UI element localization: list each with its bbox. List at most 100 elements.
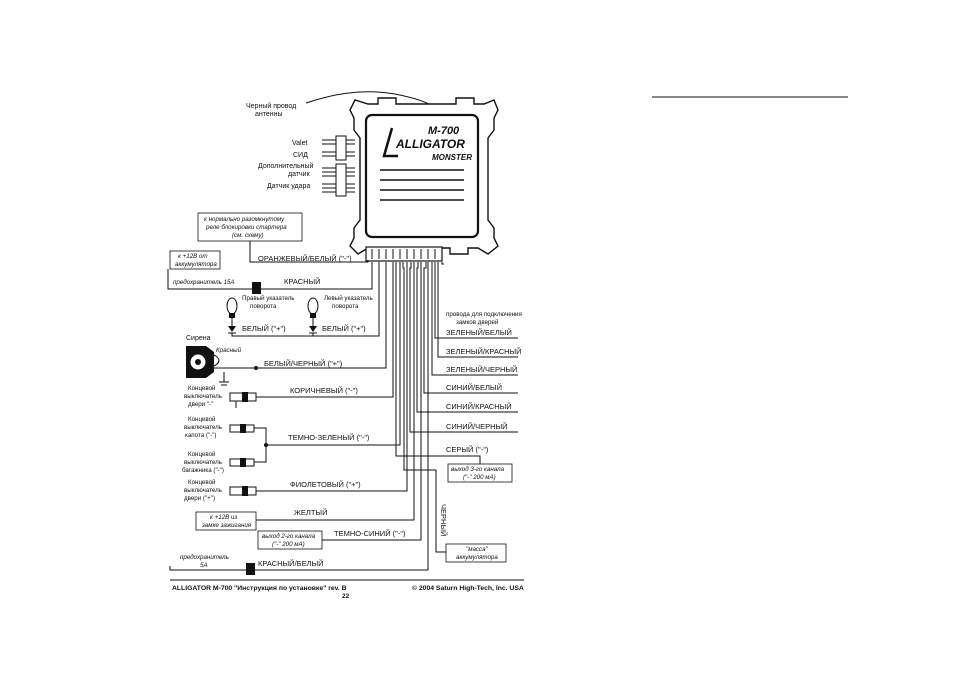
fuse15-icon bbox=[252, 282, 261, 294]
ground-label-2: аккумулятора bbox=[456, 554, 498, 561]
starter-note-2: реле блокировки стартера bbox=[205, 224, 287, 231]
orange-white-label: ОРАНЖЕВЫЙ/БЕЛЫЙ ("-") bbox=[258, 254, 352, 263]
violet-label: ФИОЛЕТОВЫЙ ("+") bbox=[290, 480, 361, 489]
green-red-label: ЗЕЛЕНЫЙ/КРАСНЫЙ bbox=[446, 347, 522, 356]
lock-wires-label-1: провода для подключения bbox=[446, 311, 522, 318]
left-turn-label-1: Левый указатель bbox=[324, 295, 373, 302]
gray-label: СЕРЫЙ ("-") bbox=[446, 445, 489, 454]
yellow-wire bbox=[256, 262, 415, 521]
white-black-label: БЕЛЫЙ/ЧЕРНЫЙ ("+") bbox=[264, 359, 343, 368]
ignition-label-1: к +12В из bbox=[210, 514, 237, 521]
orange-white-wire bbox=[249, 241, 369, 263]
hood-label-1: Концевой bbox=[188, 416, 216, 423]
gray-wire bbox=[395, 262, 481, 464]
red-white-label: КРАСНЫЙ/БЕЛЫЙ bbox=[258, 559, 324, 568]
white-black-wire bbox=[214, 262, 387, 369]
brand-text: ALLIGATOR bbox=[395, 137, 465, 151]
fuse5-lead bbox=[169, 566, 246, 571]
right-turn-label-1: Правый указатель bbox=[242, 295, 295, 302]
shock-sensor-label: Датчик удара bbox=[267, 183, 310, 190]
blue-black-label: СИНИЙ/ЧЕРНЫЙ bbox=[446, 422, 508, 431]
black-wire bbox=[402, 262, 446, 553]
ignition-box bbox=[195, 511, 257, 531]
dark-green-wire bbox=[266, 262, 401, 446]
siren-label: Сирена bbox=[186, 335, 211, 342]
starter-note-1: к нормально разомкнутому bbox=[204, 216, 285, 223]
white-wire bbox=[231, 262, 380, 337]
battery-plus-2: аккумулятора bbox=[175, 261, 217, 268]
door-minus-label-3: двери "-" bbox=[188, 401, 213, 408]
starter-note-3: (см. схему) bbox=[232, 232, 264, 239]
starter-note-box bbox=[197, 212, 303, 242]
unit-body bbox=[364, 113, 480, 239]
left-turn-lamp bbox=[307, 297, 319, 334]
green-black-label: ЗЕЛЕНЫЙ/ЧЕРНЫЙ bbox=[446, 365, 517, 374]
siren-icon bbox=[186, 346, 229, 386]
blue-white-label: СИНИЙ/БЕЛЫЙ bbox=[446, 383, 502, 392]
door-minus-label-1: Концевой bbox=[188, 385, 216, 392]
trunk-label-1: Концевой bbox=[188, 451, 216, 458]
battery-plus-1: к +12В от bbox=[178, 253, 208, 260]
hood-label-3: капота ("-") bbox=[185, 432, 216, 439]
white-plus-label-2: БЕЛЫЙ ("+") bbox=[322, 324, 366, 333]
antenna-label-1: Черный провод bbox=[246, 102, 296, 110]
black-label: ЧЕРНЫЙ bbox=[439, 504, 448, 536]
battery-plus-lead bbox=[167, 269, 252, 290]
door-plus-label-2: выключатель bbox=[184, 487, 222, 494]
connector-pins bbox=[371, 249, 436, 259]
dark-blue-wire bbox=[322, 262, 422, 541]
red-wire-label: КРАСНЫЙ bbox=[284, 277, 321, 286]
door-plus-switch bbox=[229, 486, 257, 496]
antenna-label-2: антенны bbox=[255, 111, 283, 118]
ch2-label-1: выход 2-го канала bbox=[262, 533, 316, 540]
right-turn-lamp bbox=[226, 297, 238, 334]
trunk-switch bbox=[229, 458, 255, 467]
white-plus-label-1: БЕЛЫЙ ("+") bbox=[242, 324, 286, 333]
ch3-label-2: ("-" 200 мА) bbox=[463, 474, 496, 481]
antenna-wire bbox=[305, 91, 433, 107]
lock-wires-label-2: замков дверей bbox=[456, 319, 499, 326]
brown-label: КОРИЧНЕВЫЙ ("-") bbox=[290, 386, 358, 395]
dark-green-label: ТЕМНО-ЗЕЛЕНЫЙ ("-") bbox=[288, 433, 370, 442]
brown-wire bbox=[256, 262, 394, 398]
ignition-label-2: замке зажигания bbox=[201, 522, 252, 529]
ch2-label-2: ("-" 200 мА) bbox=[272, 541, 305, 548]
trunk-label-3: багажника ("-") bbox=[182, 467, 224, 474]
fuse15-label: предохранитель 15А bbox=[173, 279, 235, 286]
green-white-label: ЗЕЛЕНЫЙ/БЕЛЫЙ bbox=[446, 328, 512, 337]
door-plus-label-1: Концевой bbox=[188, 479, 216, 486]
trunk-label-2: выключатель bbox=[184, 459, 222, 466]
led-label: СИД bbox=[293, 152, 308, 159]
yellow-label: ЖЕЛТЫЙ bbox=[294, 508, 327, 517]
hood-label-2: выключатель bbox=[184, 424, 222, 431]
footer-page: 22 bbox=[342, 593, 350, 600]
red-white-wire bbox=[255, 262, 429, 571]
brand-logo: M-700 ALLIGATOR MONSTER bbox=[382, 125, 472, 162]
footer-right: © 2004 Saturn High-Tech, Inc. USA bbox=[412, 584, 524, 592]
valet-label: Valet bbox=[292, 140, 307, 147]
harness-connector bbox=[365, 246, 443, 262]
side-connectors bbox=[322, 135, 355, 197]
fuse5-icon bbox=[246, 563, 255, 575]
red-wire bbox=[261, 262, 373, 290]
logo-mark-l bbox=[382, 127, 398, 158]
dark-blue-label: ТЕМНО-СИНИЙ ("-") bbox=[334, 529, 406, 538]
ch3-label-1: выход 3-го канала bbox=[451, 466, 505, 473]
siren-node bbox=[254, 366, 258, 370]
model-text: M-700 bbox=[428, 125, 460, 137]
fuse5-label-1: предохранитель bbox=[180, 554, 229, 561]
violet-wire bbox=[256, 262, 408, 492]
fuse5-label-2: 5А bbox=[200, 562, 208, 569]
aux-sensor-label-2: датчик bbox=[288, 171, 311, 178]
siren-red-lead bbox=[209, 353, 220, 367]
blue-red-label: СИНИЙ/КРАСНЫЙ bbox=[446, 402, 512, 411]
aux-sensor-label-1: Дополнительный bbox=[258, 162, 314, 170]
vent-slots bbox=[380, 169, 464, 201]
door-minus-switch bbox=[229, 392, 257, 408]
ch3-box bbox=[447, 463, 513, 483]
dark-green-node bbox=[264, 443, 268, 447]
door-minus-label-2: выключатель bbox=[184, 393, 222, 400]
door-plus-label-3: двери ("+") bbox=[184, 495, 215, 502]
siren-red-label: Красный bbox=[216, 347, 242, 354]
